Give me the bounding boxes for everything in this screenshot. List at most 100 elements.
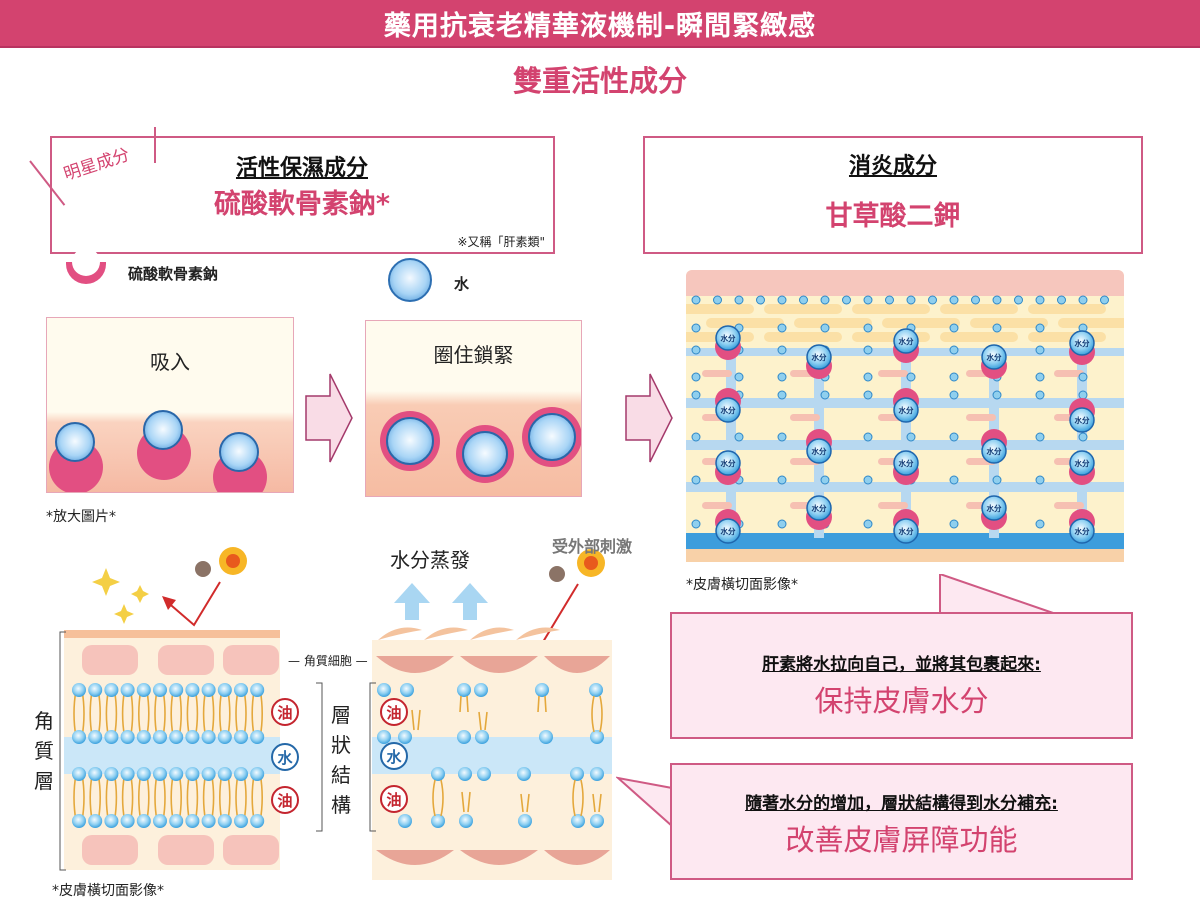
lipid-head xyxy=(250,683,265,697)
water-droplet xyxy=(893,397,919,423)
lipid-head xyxy=(120,730,135,744)
lipid-head xyxy=(217,814,232,828)
lipid-head xyxy=(120,814,135,828)
oil-tag: 油 xyxy=(271,786,299,814)
lipid-head xyxy=(72,683,86,697)
lipid-tail xyxy=(461,791,471,813)
corneocyte xyxy=(223,645,279,675)
water-dot xyxy=(863,372,873,382)
corneocyte xyxy=(460,656,538,673)
lipid-head xyxy=(250,730,265,744)
lipid-tail xyxy=(478,711,488,731)
water-dot xyxy=(777,432,787,442)
lipid-head xyxy=(457,730,471,744)
moisture-channel xyxy=(901,348,911,538)
skin-cell-dash xyxy=(878,502,908,509)
lock-label: 圈住鎖緊 xyxy=(433,343,514,367)
legend-water: 水 xyxy=(388,258,469,302)
water-dot xyxy=(992,323,1002,333)
star-tag-divider xyxy=(154,127,156,163)
lipid-head xyxy=(136,814,151,828)
water-dot xyxy=(863,475,873,485)
corneocyte xyxy=(158,835,214,865)
zoom-caption: *放大圖片* xyxy=(46,509,116,525)
lipid-head xyxy=(517,767,531,781)
water-molecule-label: 水分 xyxy=(721,526,736,536)
water-dot xyxy=(842,295,851,305)
water-dot xyxy=(691,323,701,333)
water-dot xyxy=(992,475,1002,485)
water-dot xyxy=(734,372,744,382)
effect-bubble-moisture: 肝素將水拉向自己，並將其包裹起來: 保持皮膚水分 xyxy=(670,612,1133,739)
water-dot xyxy=(1035,323,1045,333)
water-dot xyxy=(949,475,959,485)
lipid-head xyxy=(136,767,151,781)
lipid-head xyxy=(88,683,103,697)
water-molecule-label: 水分 xyxy=(987,503,1002,513)
lipid-head xyxy=(185,814,200,828)
lipid-head xyxy=(136,683,151,697)
locked-molecule xyxy=(380,411,440,471)
skin-cell xyxy=(1058,318,1124,328)
water-dot xyxy=(1078,390,1088,400)
oil-tag: 油 xyxy=(380,785,408,813)
anti-inflammatory-title: 消炎成分 xyxy=(848,154,937,179)
lipid-tail xyxy=(459,695,469,713)
water-molecule-label: 水分 xyxy=(721,458,736,468)
water-molecule-label: 水分 xyxy=(899,458,914,468)
chondroitin-water-molecule: 水分 xyxy=(981,344,1007,379)
heparinoid-note: ※又稱「肝素類" xyxy=(457,235,545,249)
water-dot xyxy=(863,390,873,400)
lipid-head xyxy=(217,767,232,781)
water-molecule-label: 水分 xyxy=(721,333,736,343)
effect-2-result: 改善皮膚屏障功能 xyxy=(785,823,1018,857)
effect-bubble-barrier: 隨著水分的增加，層狀結構得到水分補充: 改善皮膚屏障功能 xyxy=(670,763,1133,880)
water-molecule-label: 水分 xyxy=(987,352,1002,362)
water-dot xyxy=(691,295,701,305)
water-molecule-label: 水分 xyxy=(1075,338,1091,348)
water-dot xyxy=(799,295,808,305)
water-droplet-icon xyxy=(388,258,432,302)
water-dot xyxy=(949,519,959,529)
lipid-head xyxy=(457,683,471,697)
legend-chondroitin: 硫酸軟骨素鈉 xyxy=(66,248,219,284)
chondroitin-water-molecule: 水分 xyxy=(715,388,741,423)
absorb-panel: 吸入 xyxy=(46,317,294,493)
water-dot xyxy=(756,295,765,305)
flaking-cell xyxy=(470,627,514,640)
lipid-head xyxy=(589,683,603,697)
irritation-label: 受外部刺激 xyxy=(552,537,633,556)
skin-cell xyxy=(940,304,1018,314)
lipid-head xyxy=(475,730,489,744)
legend-chondroitin-label: 硫酸軟骨素鈉 xyxy=(128,264,219,283)
skin-surface xyxy=(686,270,1124,296)
process-arrow-icon xyxy=(625,373,673,463)
moisturizing-title: 活性保濕成分 xyxy=(235,156,368,181)
chondroitin-water-molecule: 水分 xyxy=(981,429,1007,464)
skin-cell-dash xyxy=(702,370,732,377)
absorb-label: 吸入 xyxy=(150,350,190,374)
chondroitin-water-molecule: 水分 xyxy=(1069,509,1095,544)
chondroitin-water-molecule: 水分 xyxy=(715,325,741,360)
moisturizing-ingredient-box: 活性保濕成分 硫酸軟骨素鈉* ※又稱「肝素類" xyxy=(50,136,555,254)
lipid-head xyxy=(185,730,200,744)
evaporation-arrow-icon xyxy=(394,583,488,620)
skin-cell xyxy=(1028,304,1106,314)
chondroitin-water-molecule: 水分 xyxy=(893,509,919,544)
water-dot xyxy=(1078,295,1088,305)
lipid-head xyxy=(590,814,604,828)
water-molecule-label: 水分 xyxy=(1075,415,1091,425)
water-dot xyxy=(863,345,873,355)
chondroitin-water-molecule: 水分 xyxy=(1069,330,1095,365)
water-dot xyxy=(820,323,830,333)
corneocyte xyxy=(544,850,610,865)
irritant-particle-icon xyxy=(549,549,605,582)
lipid-head xyxy=(477,767,491,781)
flaking-cell xyxy=(516,627,560,640)
water-molecule-label: 水分 xyxy=(812,352,827,362)
water-molecule-label: 水分 xyxy=(899,336,914,346)
water-dot xyxy=(949,295,959,305)
water-molecule-label: 水分 xyxy=(1075,458,1091,468)
lipid-head xyxy=(185,683,200,697)
water-dot xyxy=(906,432,916,442)
